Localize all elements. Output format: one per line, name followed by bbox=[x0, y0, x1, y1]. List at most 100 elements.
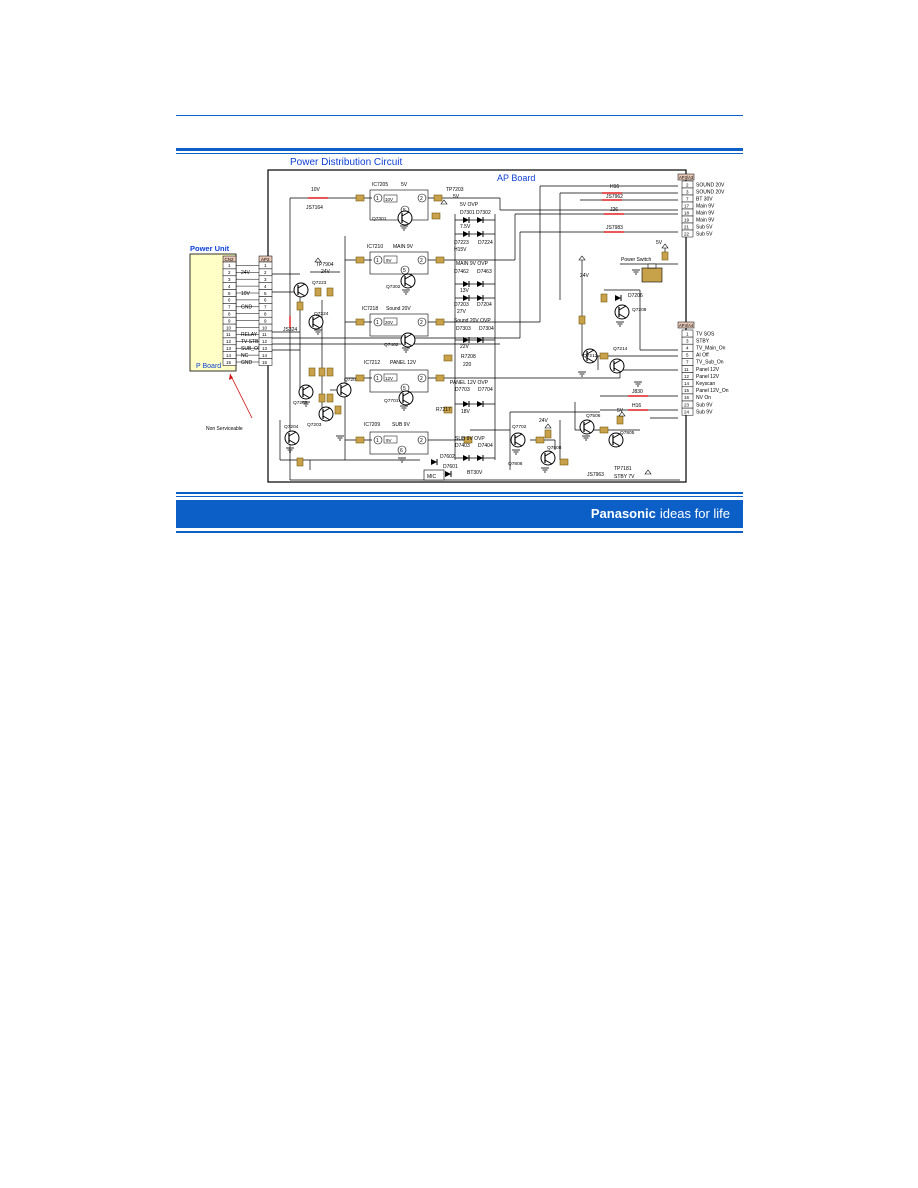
cn2-label: CN2 bbox=[225, 257, 234, 262]
svg-text:7: 7 bbox=[228, 305, 231, 310]
svg-text:2: 2 bbox=[228, 270, 231, 275]
svg-text:14: 14 bbox=[684, 381, 690, 386]
transistor-group: Q7301 Q7302 Q7462 Q7701 Q7223 Q7224 Q720… bbox=[284, 210, 647, 467]
svg-text:Q7462: Q7462 bbox=[384, 342, 399, 348]
svg-text:Q7805: Q7805 bbox=[620, 430, 635, 436]
svg-text:7: 7 bbox=[686, 360, 689, 365]
svg-text:H16: H16 bbox=[632, 403, 641, 409]
svg-text:Keyscan: Keyscan bbox=[696, 381, 715, 387]
svg-text:D7301: D7301 bbox=[460, 210, 475, 216]
svg-text:D7203: D7203 bbox=[454, 302, 469, 308]
svg-text:9V: 9V bbox=[386, 258, 392, 263]
svg-text:Sub 9V: Sub 9V bbox=[696, 409, 713, 415]
svg-text:19: 19 bbox=[684, 217, 690, 222]
ap2-pin: 13 bbox=[258, 344, 273, 352]
footer-rule-thin bbox=[176, 496, 743, 497]
svg-text:3: 3 bbox=[228, 277, 231, 282]
svg-text:D7462: D7462 bbox=[454, 269, 469, 275]
footer-rule-bottom bbox=[176, 531, 743, 533]
header-rule bbox=[176, 115, 743, 116]
svg-text:TV_Main_On: TV_Main_On bbox=[696, 346, 726, 352]
svg-text:12: 12 bbox=[226, 339, 232, 344]
svg-text:24V: 24V bbox=[539, 418, 549, 424]
ap2-pin: 14 bbox=[258, 351, 273, 359]
svg-text:220: 220 bbox=[463, 362, 472, 368]
svg-text:R7217: R7217 bbox=[436, 407, 451, 413]
svg-text:5: 5 bbox=[686, 353, 689, 358]
cn2-pin: 4 bbox=[222, 282, 259, 290]
svg-text:18V: 18V bbox=[461, 409, 471, 415]
svg-text:D7304: D7304 bbox=[479, 326, 494, 332]
svg-text:TV_Sub_On: TV_Sub_On bbox=[696, 360, 724, 366]
ap2-pin: 3 bbox=[258, 275, 273, 283]
svg-text:2: 2 bbox=[420, 320, 423, 326]
svg-text:10V: 10V bbox=[385, 197, 393, 202]
svg-text:15: 15 bbox=[262, 360, 268, 365]
svg-text:4: 4 bbox=[228, 284, 231, 289]
svg-text:JS7962: JS7962 bbox=[606, 194, 623, 200]
svg-text:3: 3 bbox=[686, 189, 689, 194]
ic-7210: IC7210 MAIN 9V 1 9V 2 5 bbox=[367, 244, 429, 275]
svg-text:JS324: JS324 bbox=[283, 327, 297, 333]
svg-text:Q7301: Q7301 bbox=[372, 216, 387, 222]
svg-text:D7224: D7224 bbox=[478, 240, 493, 246]
p-board-label: P Board bbox=[196, 363, 221, 370]
svg-text:20V: 20V bbox=[385, 320, 393, 325]
svg-text:5: 5 bbox=[264, 291, 267, 296]
svg-text:1: 1 bbox=[264, 263, 267, 268]
brand-tagline: ideas for life bbox=[659, 506, 730, 521]
ap2-pin: 7 bbox=[258, 303, 273, 311]
footer-rule-top bbox=[176, 492, 743, 494]
svg-text:Q7702: Q7702 bbox=[512, 424, 527, 430]
svg-text:Sound 20V OVP: Sound 20V OVP bbox=[454, 318, 491, 324]
svg-text:D7404: D7404 bbox=[478, 443, 493, 449]
svg-text:4: 4 bbox=[686, 346, 689, 351]
svg-text:7: 7 bbox=[686, 196, 689, 201]
svg-text:5: 5 bbox=[228, 291, 231, 296]
svg-text:18: 18 bbox=[684, 210, 690, 215]
ic-7212: IC7212 PANEL 12V 1 12V 2 5 bbox=[364, 360, 429, 393]
svg-text:D7704: D7704 bbox=[478, 387, 493, 393]
svg-text:Q7508: Q7508 bbox=[547, 445, 562, 451]
svg-text:27V: 27V bbox=[457, 309, 467, 315]
svg-text:Sub 5V: Sub 5V bbox=[696, 231, 713, 237]
svg-text:13V: 13V bbox=[460, 288, 470, 294]
ap2-pin: 12 bbox=[258, 337, 273, 346]
power-switch bbox=[641, 263, 663, 283]
svg-text:12V: 12V bbox=[385, 376, 393, 381]
svg-text:SUB 9V: SUB 9V bbox=[392, 422, 410, 428]
svg-text:10: 10 bbox=[262, 325, 268, 330]
ap2-pin: 15 bbox=[258, 358, 273, 366]
svg-text:SUB_ON: SUB_ON bbox=[241, 346, 262, 352]
svg-text:AI Off: AI Off bbox=[696, 353, 709, 359]
svg-text:1: 1 bbox=[376, 438, 379, 444]
svg-text:TV SOS: TV SOS bbox=[696, 331, 715, 337]
svg-text:IC7218: IC7218 bbox=[362, 306, 378, 312]
svg-text:Main 9V: Main 9V bbox=[696, 217, 715, 223]
svg-text:SUB 9V OVP: SUB 9V OVP bbox=[455, 436, 485, 442]
svg-text:NC: NC bbox=[241, 353, 249, 359]
svg-text:6: 6 bbox=[400, 448, 403, 454]
section-rule-thick bbox=[176, 148, 743, 151]
svg-text:10: 10 bbox=[226, 325, 232, 330]
svg-text:5V: 5V bbox=[656, 240, 663, 246]
ic-7218: IC7218 Sound 20V 1 20V 2 bbox=[362, 306, 429, 337]
svg-text:Panel 12V_On: Panel 12V_On bbox=[696, 388, 729, 394]
svg-text:1: 1 bbox=[686, 331, 689, 336]
svg-text:PANEL 12V OVP: PANEL 12V OVP bbox=[450, 380, 489, 386]
ap4-pin: 4 TV_Main_On bbox=[681, 343, 726, 352]
ap2-label: AP2 bbox=[261, 257, 270, 262]
ap3-label: AP3/A3 bbox=[679, 175, 694, 180]
svg-text:D7223: D7223 bbox=[454, 240, 469, 246]
